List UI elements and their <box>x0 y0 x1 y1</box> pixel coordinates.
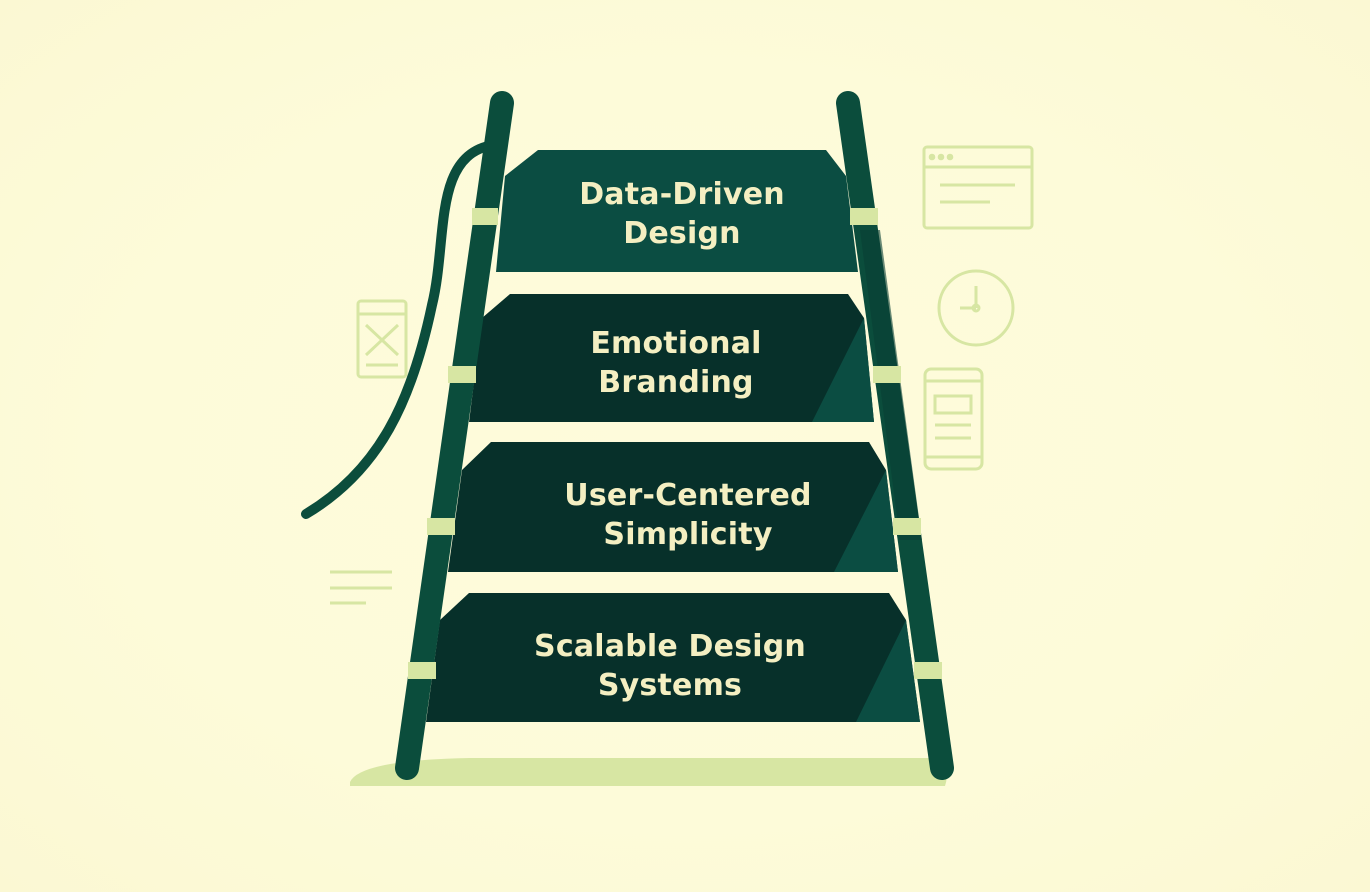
step-label-user-centered-simplicity: User-Centered Simplicity <box>528 476 848 554</box>
ground-shadow <box>350 758 947 786</box>
image-placeholder-icon <box>356 299 408 379</box>
ladder-step-3 <box>448 442 898 572</box>
browser-window-icon <box>922 145 1034 230</box>
step-label-line-1: Data-Driven <box>579 177 785 212</box>
step-label-emotional-branding: Emotional Branding <box>516 324 836 402</box>
ladder-step-4 <box>426 593 920 722</box>
step-label-line-2: Design <box>623 216 741 251</box>
step-label-line-2: Branding <box>598 365 754 400</box>
step-label-line-2: Systems <box>597 668 743 703</box>
mobile-screen-icon <box>923 367 984 471</box>
ladder-step-1 <box>496 150 858 272</box>
step-label-line-1: Scalable Design <box>534 629 806 664</box>
text-lines-icon <box>330 570 392 605</box>
step-label-scalable-design-systems: Scalable Design Systems <box>510 627 830 705</box>
ladder-step-2 <box>469 294 874 422</box>
step-label-line-2: Simplicity <box>603 517 773 552</box>
rope-icon <box>301 140 498 519</box>
ladder-rail-bands <box>408 208 942 679</box>
step-label-line-1: User-Centered <box>564 478 812 513</box>
step-label-line-1: Emotional <box>590 326 762 361</box>
step-label-data-driven-design: Data-Driven Design <box>522 175 842 253</box>
clock-icon <box>937 269 1015 347</box>
